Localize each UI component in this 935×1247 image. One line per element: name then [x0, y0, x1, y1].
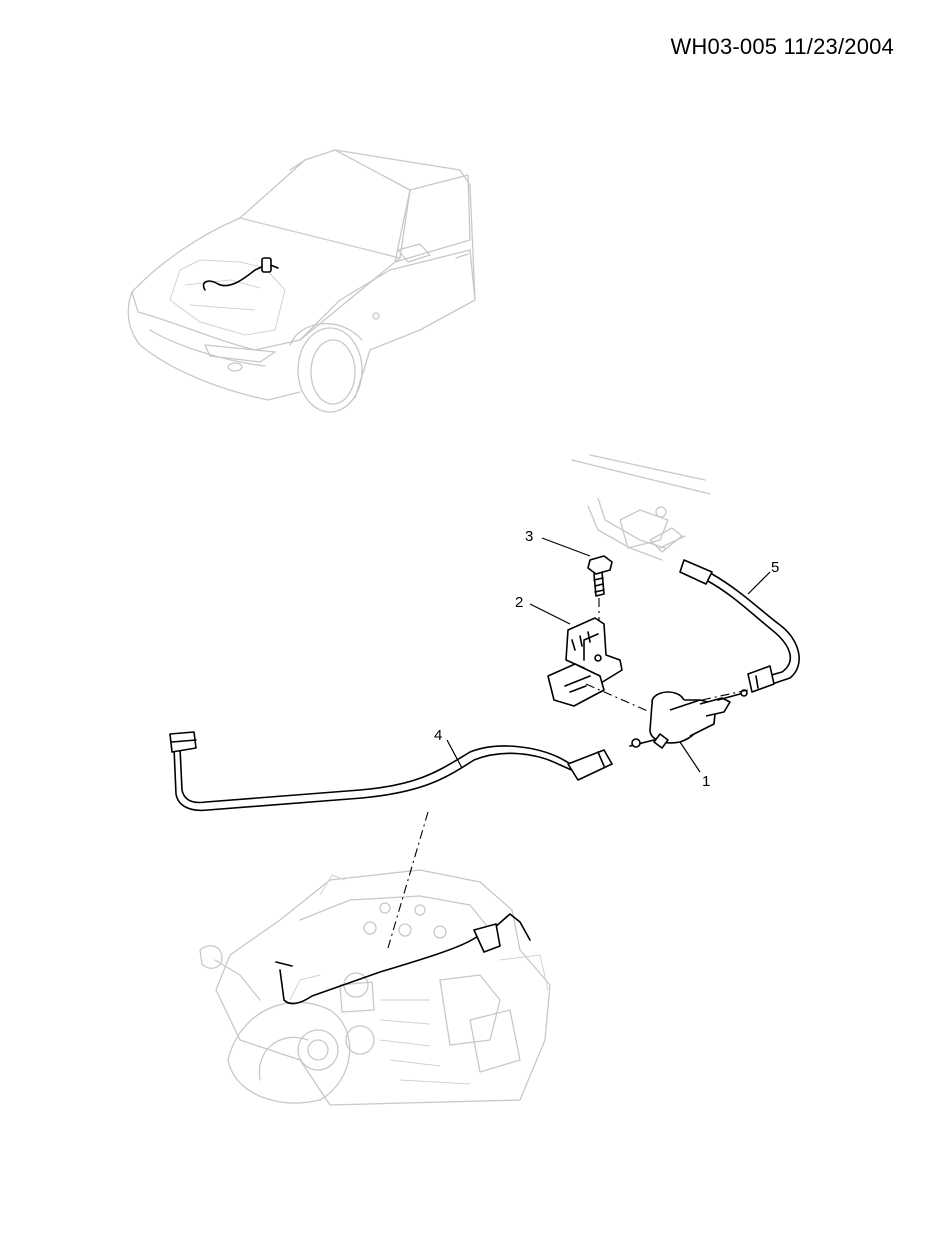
alignment-line: [585, 683, 651, 713]
callout-leader-2: [529, 603, 571, 625]
alignment-line: [701, 689, 749, 701]
document-id: WH03-005 11/23/2004: [670, 34, 894, 59]
callout-leader-4: [446, 739, 463, 769]
engine-reference-illustration: [199, 869, 551, 1106]
vehicle-locator-illustration: [127, 149, 476, 413]
purge-solenoid-part-1: [629, 689, 748, 749]
hose-part-4: [169, 731, 613, 812]
callout-3: 3: [525, 528, 533, 545]
callout-leader-3: [541, 537, 591, 557]
bracket-part-2: [547, 617, 623, 707]
vehicle-body-reference: [571, 454, 711, 561]
callout-leader-1: [679, 741, 701, 773]
locator-line: [387, 811, 429, 949]
hose-part-5: [679, 559, 800, 693]
callout-2: 2: [515, 594, 523, 611]
callout-1: 1: [702, 773, 710, 790]
callout-4: 4: [434, 727, 442, 744]
callout-5: 5: [771, 559, 779, 576]
callout-leader-5: [747, 571, 771, 595]
